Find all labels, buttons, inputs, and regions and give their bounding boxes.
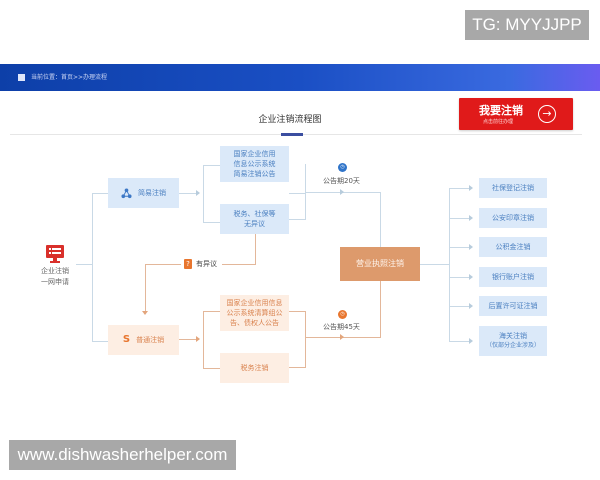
connector [380, 281, 381, 338]
text: 公积金注销 [495, 243, 531, 251]
arrow [469, 244, 473, 250]
connector [255, 234, 256, 264]
text: 社保登记注销 [492, 184, 534, 192]
outcome-customs: 海关注销 （仅部分企业涉及） [479, 326, 547, 356]
home-icon [18, 74, 25, 81]
clock-icon: ◷ [338, 310, 347, 319]
normal-deregistration-node[interactable]: S 普通注销 [108, 325, 179, 355]
connector [179, 339, 199, 340]
business-license-deregistration-node[interactable]: 营业执照注销 [340, 247, 420, 281]
connector [203, 165, 204, 222]
outcome-police-seal: 公安印章注销 [479, 208, 547, 228]
connector [449, 341, 471, 342]
connector [222, 264, 256, 265]
connector [203, 311, 220, 312]
arrow [469, 274, 473, 280]
text: 信息公示系统 [233, 160, 276, 168]
simple-step-public-notice: 国家企业信用 信息公示系统 简易注销公告 [220, 146, 289, 182]
connector [449, 277, 471, 278]
text: 税务、社保等 [233, 210, 276, 218]
arrow [469, 338, 473, 344]
watermark-bottom: www.dishwasherhelper.com [9, 440, 236, 470]
apply-deregistration-button[interactable]: 我要注销 点击前往办理 → [459, 98, 573, 130]
recycle-icon [121, 187, 132, 198]
cta-sublabel: 点击前往办理 [483, 119, 514, 125]
connector [449, 188, 471, 189]
breadcrumb: 当前位置：首页>>办理流程 [18, 64, 107, 91]
text: 税务注销 [240, 364, 269, 372]
arrow [469, 303, 473, 309]
arrow [142, 311, 148, 315]
text: 告、债权人公告 [230, 319, 279, 327]
simple-label: 简易注销 [138, 189, 166, 197]
connector [92, 193, 93, 341]
normal-step-public-notice: 国家企业信用信息 公示系统清算组公 告、债权人公告 [220, 295, 289, 331]
connector [76, 264, 92, 265]
normal-step-tax: 税务注销 [220, 353, 289, 383]
arrow [340, 189, 344, 195]
connector [289, 193, 306, 194]
text: 银行账户注销 [492, 273, 534, 281]
arrow [196, 336, 200, 342]
start-line1: 企业注销 [41, 267, 69, 275]
connector [203, 368, 220, 369]
question-icon: ? [184, 259, 192, 269]
text: 无异议 [244, 220, 265, 228]
simple-step-no-objection: 税务、社保等 无异议 [220, 204, 289, 234]
arrow [340, 334, 344, 340]
title-accent-bar [281, 133, 303, 136]
connector [449, 218, 471, 219]
text: 国家企业信用信息 [226, 299, 283, 307]
center-label: 营业执照注销 [356, 259, 404, 268]
watermark-top: TG: MYYJJPP [465, 10, 589, 40]
connector [92, 341, 108, 342]
monitor-icon [46, 245, 64, 263]
simple-period: 公告期20天 [323, 177, 360, 185]
normal-period: 公告期45天 [323, 323, 360, 331]
connector [203, 311, 204, 368]
connector [203, 222, 220, 223]
header-banner: 当前位置：首页>>办理流程 [0, 64, 600, 91]
breadcrumb-text[interactable]: 当前位置：首页>>办理流程 [31, 74, 108, 81]
connector [449, 188, 450, 341]
connector [289, 367, 306, 368]
start-line2: 一网申请 [41, 278, 69, 286]
connector [179, 193, 199, 194]
text: 简易注销公告 [233, 170, 276, 178]
connector [145, 264, 146, 312]
connector [145, 264, 181, 265]
connector [203, 165, 220, 166]
text: 国家企业信用 [233, 150, 276, 158]
connector [380, 192, 381, 247]
s-icon: S [122, 334, 131, 345]
connector [420, 264, 450, 265]
outcome-housing-fund: 公积金注销 [479, 237, 547, 257]
start-node: 企业注销 一网申请 [33, 244, 77, 288]
connector [92, 193, 108, 194]
text: 公示系统清算组公 [226, 309, 283, 317]
simple-deregistration-node[interactable]: 简易注销 [108, 178, 179, 208]
normal-label: 普通注销 [136, 336, 165, 344]
outcome-social-security: 社保登记注销 [479, 178, 547, 198]
connector [449, 247, 471, 248]
arrow [469, 185, 473, 191]
text: （仅部分企业涉及） [485, 342, 540, 349]
objection-label: 有异议 [196, 260, 217, 268]
arrow [469, 215, 473, 221]
connector [289, 311, 306, 312]
page-title: 企业注销流程图 [258, 115, 322, 125]
arrow [196, 190, 200, 196]
outcome-bank-account: 银行账户注销 [479, 267, 547, 287]
arrow-right-circle-icon: → [538, 105, 556, 123]
cta-label: 我要注销 [479, 104, 523, 117]
text: 公安印章注销 [492, 214, 534, 222]
text: 后置许可证注销 [488, 302, 538, 310]
connector [289, 219, 306, 220]
connector [449, 306, 471, 307]
clock-icon: ◷ [338, 163, 347, 172]
objection-node: ? 有异议 [184, 258, 217, 270]
connector [305, 311, 306, 368]
outcome-post-permit: 后置许可证注销 [479, 296, 547, 316]
text: 海关注销 [499, 332, 527, 340]
